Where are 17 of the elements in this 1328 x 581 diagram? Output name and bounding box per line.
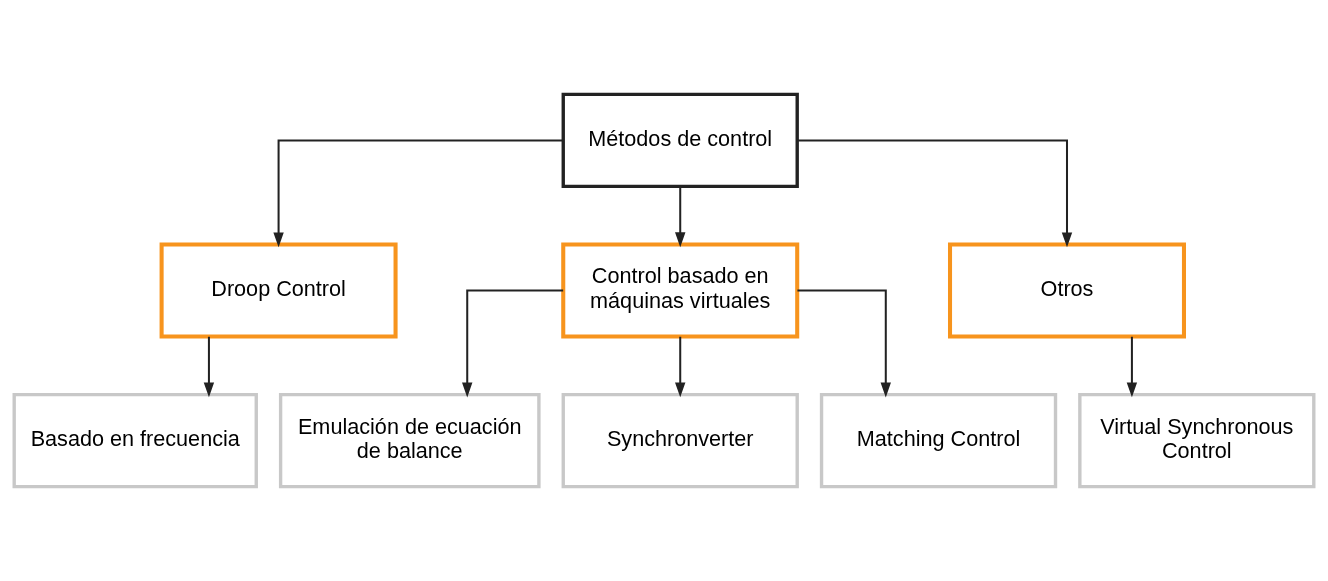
arrow [797,139,1073,248]
node-box: Emulación de ecuación de balance [278,392,541,489]
node-box: Control basado en máquinas virtuales [561,242,800,339]
node-box: Virtual Synchronous Control [1078,392,1316,489]
node-box: Droop Control [159,242,398,339]
arrow [797,289,891,398]
arrow [203,336,215,398]
arrow [1126,336,1138,398]
arrow [462,289,564,398]
node-box: Otros [948,242,1186,339]
arrow [675,186,686,248]
arrow [675,336,686,398]
node-box: Métodos de control [561,92,799,189]
node-box: Synchronverter [561,392,799,489]
arrow [273,139,563,248]
node-box: Matching Control [819,392,1058,489]
node-box: Basado en frecuencia [12,392,258,489]
